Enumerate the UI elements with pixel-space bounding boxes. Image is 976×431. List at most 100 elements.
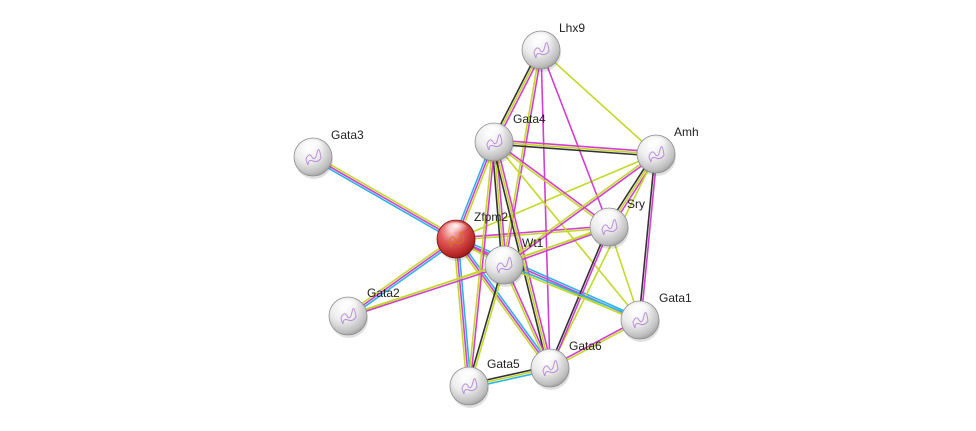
node-sry[interactable]: Sry: [589, 197, 645, 249]
edge-evidence-databases: [503, 263, 642, 320]
protein-structure-icon: [486, 133, 503, 151]
edge-evidence-textmining: [467, 141, 494, 387]
node-highlight: [444, 222, 468, 236]
edge-evidence-textmining: [346, 263, 505, 316]
node-label-sry: Sry: [627, 197, 645, 211]
edge-lhx9-wt1[interactable]: [502, 49, 543, 266]
node-label-zfpm2: Zfpm2: [474, 210, 508, 224]
node-highlight: [301, 140, 325, 154]
edge-zfpm2-gata5[interactable]: [453, 238, 472, 387]
node-gata6[interactable]: Gata6: [530, 339, 602, 390]
protein-structure-icon: [542, 359, 559, 377]
node-label-gata6: Gata6: [569, 339, 602, 353]
edge-evidence-databases: [311, 158, 456, 242]
edge-evidence-textmining: [493, 141, 641, 321]
edge-evidence-experiments: [640, 153, 658, 321]
edge-lhx9-amh[interactable]: [540, 49, 657, 155]
node-highlight: [628, 303, 652, 317]
edge-evidence-experiments: [504, 49, 543, 266]
edge-wt1-gata1[interactable]: [502, 263, 642, 322]
edge-wt1-gata5[interactable]: [467, 263, 506, 388]
node-highlight: [457, 369, 481, 383]
node-wt1[interactable]: Wt1: [484, 236, 544, 287]
node-highlight: [529, 33, 553, 47]
edge-amh-gata6[interactable]: [549, 153, 657, 369]
node-label-gata4: Gata4: [513, 112, 546, 126]
node-gata4[interactable]: Gata4: [474, 112, 546, 164]
edge-evidence-textmining: [453, 239, 550, 371]
edge-evidence-databases: [348, 239, 459, 319]
protein-structure-icon: [448, 230, 465, 248]
edge-gata4-sry[interactable]: [492, 140, 611, 229]
edge-evidence-coexpression: [638, 153, 656, 321]
edge-evidence-textmining: [313, 154, 458, 238]
node-highlight: [597, 210, 621, 224]
edge-amh-wt1[interactable]: [502, 152, 658, 267]
edge-evidence-experiments: [495, 140, 553, 369]
edge-evidence-experiments: [503, 154, 658, 267]
node-gata2[interactable]: Gata2: [328, 286, 400, 338]
edge-evidence-textmining: [453, 238, 468, 387]
edge-gata4-gata1[interactable]: [493, 141, 641, 321]
edge-gata4-gata5[interactable]: [467, 141, 496, 387]
edge-evidence-experiments: [312, 156, 457, 240]
node-highlight: [336, 299, 360, 313]
edge-evidence-textmining: [493, 141, 551, 369]
edge-evidence-textmining: [345, 236, 456, 316]
edge-evidence-textmining: [492, 142, 610, 229]
node-gata1[interactable]: Gata1: [620, 291, 692, 342]
edge-lhx9-gata6[interactable]: [540, 49, 551, 369]
edge-amh-gata1[interactable]: [638, 153, 658, 321]
edge-evidence-textmining: [549, 153, 657, 369]
node-zfpm2[interactable]: Zfpm2: [436, 210, 508, 261]
node-label-wt1: Wt1: [522, 236, 544, 250]
edge-wt1-gata2[interactable]: [346, 263, 506, 318]
node-label-lhx9: Lhx9: [559, 21, 585, 35]
node-amh[interactable]: Amh: [636, 125, 699, 176]
node-label-gata3: Gata3: [331, 128, 364, 142]
edge-evidence-experiments: [455, 238, 470, 387]
edge-evidence-textmining: [502, 265, 641, 322]
edge-evidence-experiments: [495, 141, 507, 266]
edge-evidence-experiments: [347, 265, 506, 318]
node-highlight: [482, 125, 506, 139]
protein-structure-icon: [305, 148, 322, 166]
protein-structure-icon: [340, 307, 357, 325]
edge-evidence-coexpression: [493, 143, 657, 157]
edge-evidence-textmining: [502, 152, 657, 265]
edge-evidence-experiments: [347, 238, 457, 317]
edge-evidence-experiments: [455, 225, 610, 239]
edge-zfpm2-gata2[interactable]: [345, 236, 459, 319]
edge-evidence-textmining: [540, 49, 657, 155]
node-highlight: [644, 137, 668, 151]
edge-evidence-coexpression: [467, 263, 504, 387]
edge-zfpm2-gata6[interactable]: [453, 236, 553, 371]
edge-gata4-amh[interactable]: [493, 139, 657, 157]
node-highlight: [492, 248, 516, 262]
edge-zfpm2-amh[interactable]: [455, 153, 657, 240]
edge-evidence-databases: [456, 236, 553, 368]
node-label-gata5: Gata5: [487, 357, 520, 371]
protein-structure-icon: [632, 311, 649, 329]
edge-evidence-experiments: [493, 140, 611, 227]
node-label-amh: Amh: [674, 125, 699, 139]
edge-evidence-textmining: [455, 153, 657, 240]
edge-evidence-experiments: [469, 141, 496, 387]
edge-evidence-experiments: [493, 139, 657, 153]
edge-evidence-experiments: [540, 49, 551, 369]
protein-structure-icon: [461, 377, 478, 395]
node-label-gata1: Gata1: [659, 291, 692, 305]
edge-evidence-textmining: [502, 49, 541, 266]
edge-zfpm2-gata3[interactable]: [311, 154, 458, 242]
edge-evidence-textmining: [493, 141, 657, 155]
node-label-gata2: Gata2: [367, 286, 400, 300]
edge-evidence-textmining: [493, 141, 505, 266]
node-gata3[interactable]: Gata3: [293, 128, 364, 179]
protein-structure-icon: [533, 41, 550, 59]
node-gata5[interactable]: Gata5: [449, 357, 520, 408]
node-lhx9[interactable]: Lhx9: [521, 21, 585, 72]
edge-evidence-textmining: [469, 264, 506, 388]
edge-zfpm2-sry[interactable]: [455, 225, 610, 241]
